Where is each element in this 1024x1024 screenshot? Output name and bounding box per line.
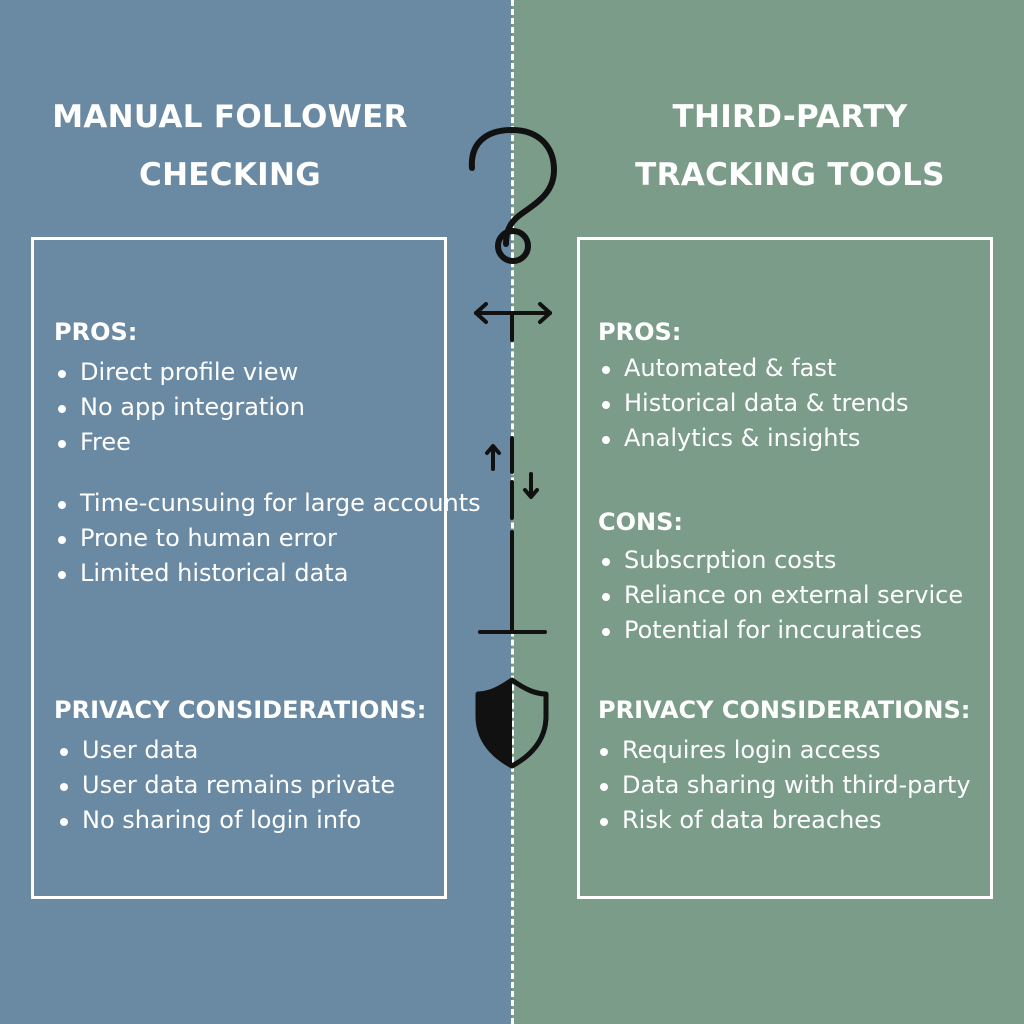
left-cons-list: Time-cunsuing for large accounts Prone t…: [54, 486, 481, 591]
left-privacy-heading: PRIVACY CONSIDERATIONS:: [54, 696, 427, 724]
list-item: Data sharing with third-party: [596, 768, 971, 803]
list-item: Historical data & trends: [598, 386, 909, 421]
list-item: Free: [54, 425, 305, 460]
right-privacy-list: Requires login access Data sharing with …: [596, 733, 971, 838]
list-item: Limited historical data: [54, 556, 481, 591]
list-item: Analytics & insights: [598, 421, 909, 456]
list-item: Requires login access: [596, 733, 971, 768]
right-pros-list: Automated & fast Historical data & trend…: [598, 351, 909, 456]
list-item: User data: [56, 733, 395, 768]
list-item: Risk of data breaches: [596, 803, 971, 838]
list-item: No app integration: [54, 390, 305, 425]
right-title: THIRD-PARTY TRACKING TOOLS: [635, 99, 945, 193]
left-privacy-list: User data User data remains private No s…: [56, 733, 395, 838]
list-item: Automated & fast: [598, 351, 909, 386]
right-cons-list: Subscrption costs Reliance on external s…: [598, 543, 963, 648]
left-half-background: [0, 0, 512, 1024]
list-item: Time-cunsuing for large accounts: [54, 486, 481, 521]
list-item: Prone to human error: [54, 521, 481, 556]
list-item: Subscrption costs: [598, 543, 963, 578]
right-cons-heading: CONS:: [598, 508, 683, 536]
center-divider: [511, 0, 514, 1024]
list-item: User data remains private: [56, 768, 395, 803]
list-item: No sharing of login info: [56, 803, 395, 838]
list-item: Reliance on external service: [598, 578, 963, 613]
right-privacy-heading: PRIVACY CONSIDERATIONS:: [598, 696, 971, 724]
list-item: Direct profile view: [54, 355, 305, 390]
left-pros-heading: PROS:: [54, 318, 138, 346]
left-pros-list: Direct profile view No app integration F…: [54, 355, 305, 460]
list-item: Potential for inccuratices: [598, 613, 963, 648]
right-half-background: [512, 0, 1024, 1024]
left-panel: [31, 237, 447, 899]
right-panel: [577, 237, 993, 899]
right-pros-heading: PROS:: [598, 318, 682, 346]
left-title: MANUAL FOLLOWER CHECKING: [52, 99, 408, 193]
